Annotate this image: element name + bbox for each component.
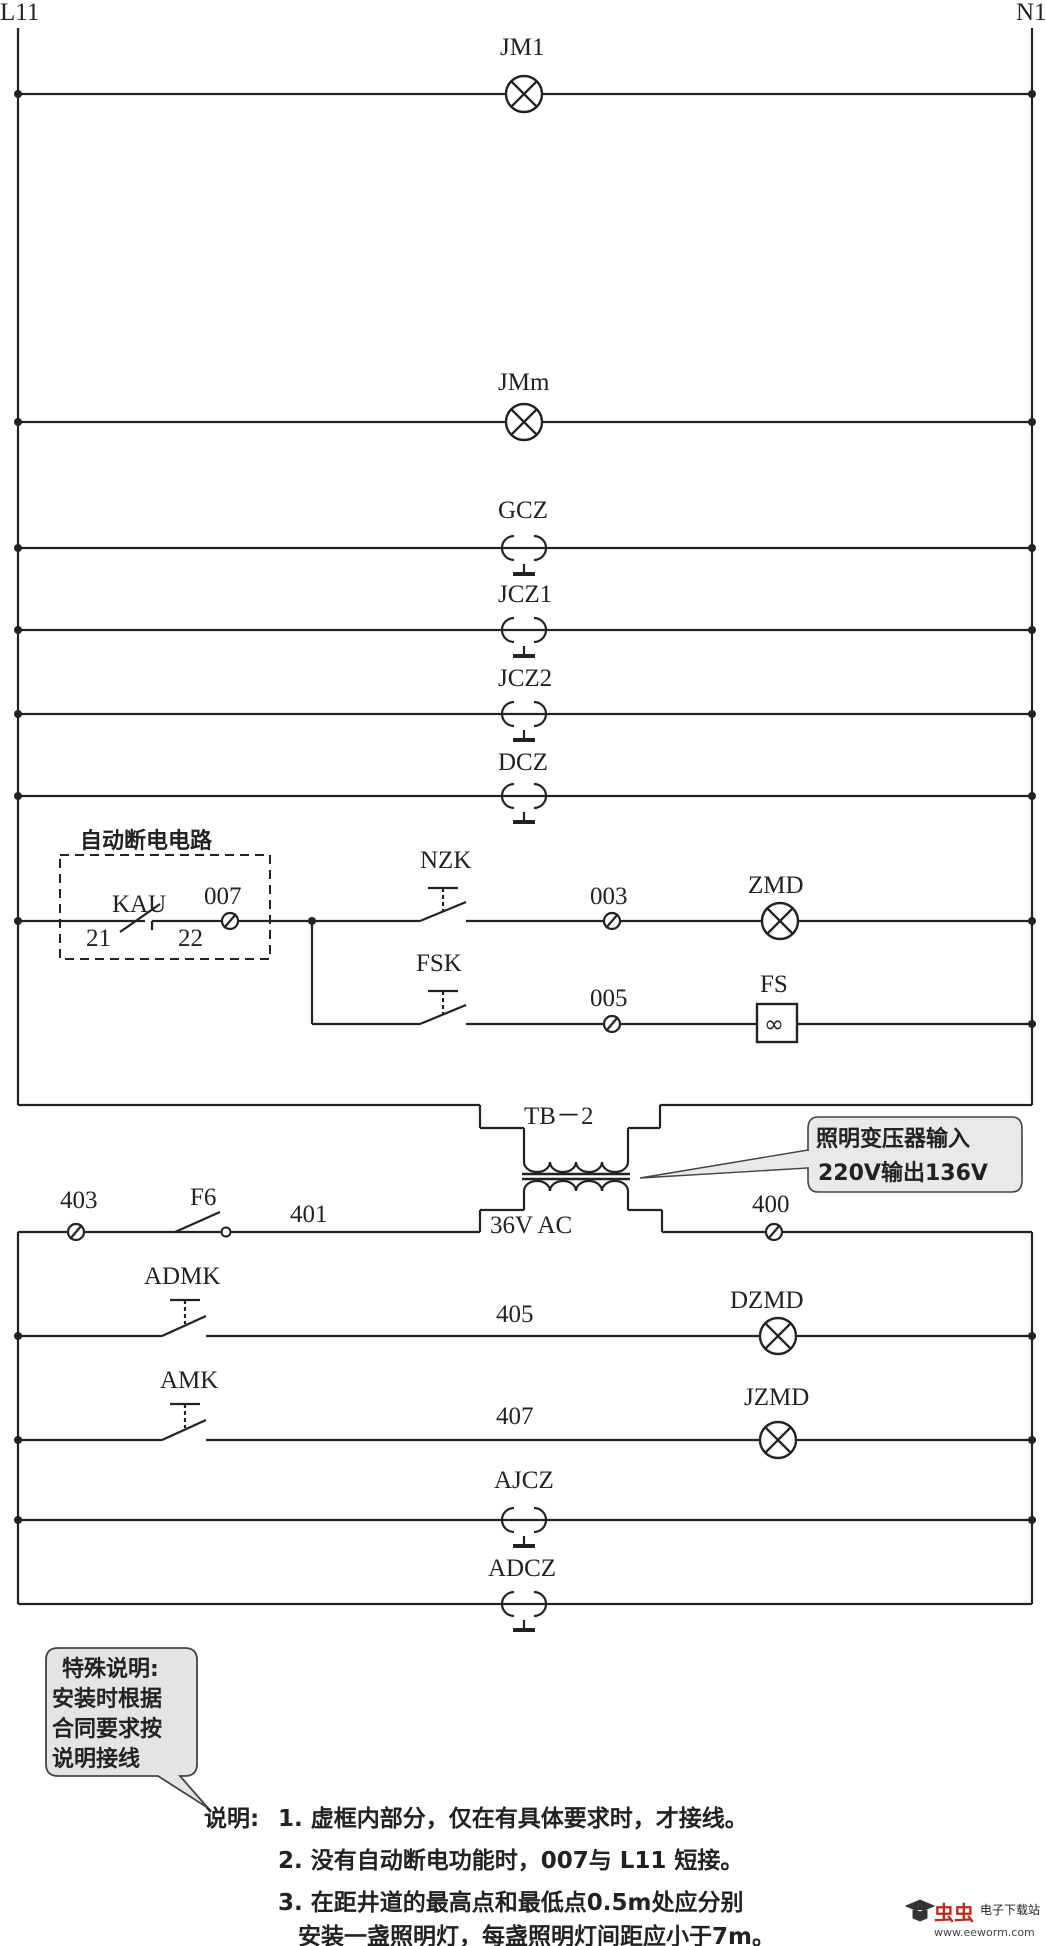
- special-note-line4: 说明接线: [52, 1746, 140, 1772]
- watermark-name: 电子下载站: [980, 1903, 1040, 1917]
- watermark: 虫虫 电子下载站 www.eeworm.com: [904, 1899, 1040, 1939]
- branch-dzmd: ADMK 405 DZMD: [14, 1263, 1036, 1356]
- special-note-bubble: [45, 1647, 209, 1809]
- transformer-output: 36V AC: [490, 1212, 572, 1239]
- transformer-callout-bubble: [807, 1116, 1023, 1193]
- kau-pin-right: 22: [178, 925, 203, 952]
- note-1: 1. 虚框内部分，仅在有具体要求时，才接线。: [278, 1805, 748, 1832]
- branch-dcz: DCZ: [14, 749, 1036, 824]
- special-note: 特殊说明: 安装时根据 合同要求按 说明接线: [45, 1647, 209, 1809]
- socket-gcz-label: GCZ: [498, 497, 548, 524]
- note-2: 2. 没有自动断电功能时，007与 L11 短接。: [278, 1847, 743, 1874]
- socket-jcz1-icon: [500, 616, 548, 658]
- kau-contact-icon: [119, 903, 161, 933]
- terminal-007-label: 007: [204, 883, 242, 910]
- terminal-007-icon: [220, 911, 240, 931]
- notes-label: 说明:: [204, 1805, 259, 1832]
- fsk-label: FSK: [416, 950, 462, 977]
- transformer-callout-line2: 220V输出136V: [818, 1160, 988, 1186]
- transformer-name: TB－2: [524, 1103, 593, 1130]
- transformer-callout-line1: 照明变压器输入: [816, 1126, 970, 1152]
- amk-switch-icon: [161, 1418, 207, 1442]
- branch-jcz1: JCZ1: [14, 581, 1036, 658]
- socket-dcz-label: DCZ: [498, 749, 548, 776]
- socket-jcz2-label: JCZ2: [498, 665, 552, 692]
- note-3a: 3. 在距井道的最高点和最低点0.5m处应分别: [278, 1889, 743, 1916]
- terminal-005-label: 005: [590, 985, 628, 1012]
- branch-gcz: GCZ: [14, 497, 1036, 576]
- terminal-403-icon: [66, 1222, 86, 1242]
- upper-circuit: L11 N1 JM1 JMm GCZ JCZ1: [0, 0, 1046, 1162]
- socket-ajcz-icon: [500, 1506, 548, 1548]
- special-note-line3: 合同要求按: [52, 1716, 162, 1742]
- f6-switch-icon: [174, 1210, 221, 1234]
- socket-jcz1-label: JCZ1: [498, 581, 552, 608]
- lamp-jmm-icon: [504, 402, 544, 442]
- socket-gcz-icon: [500, 534, 548, 576]
- terminal-407-label: 407: [496, 1403, 534, 1430]
- lamp-dzmd-icon: [758, 1316, 798, 1356]
- notes: 说明: 1. 虚框内部分，仅在有具体要求时，才接线。 2. 没有自动断电功能时，…: [204, 1805, 775, 1946]
- branch-jmm: JMm: [14, 369, 1036, 442]
- transformer-tb2: TB－2 36V AC 照明变压器输入 220V输出136V: [478, 1103, 1023, 1239]
- socket-jcz2-icon: [500, 700, 548, 742]
- socket-dcz-icon: [500, 782, 548, 824]
- watermark-url: www.eeworm.com: [934, 1926, 1035, 1939]
- nzk-label: NZK: [420, 847, 471, 874]
- admk-switch-icon: [161, 1314, 207, 1338]
- rail-label-n1: N1: [1016, 0, 1046, 26]
- terminal-405-label: 405: [496, 1301, 534, 1328]
- admk-label: ADMK: [144, 1263, 220, 1290]
- lamp-jm1-label: JM1: [500, 34, 544, 61]
- lamp-jmm-label: JMm: [498, 369, 550, 396]
- auto-cut-title: 自动断电电路: [80, 828, 213, 854]
- branch-ajcz: AJCZ: [14, 1467, 1036, 1548]
- socket-adcz-label: ADCZ: [488, 1555, 556, 1582]
- special-note-line2: 安装时根据: [52, 1686, 162, 1712]
- lamp-jzmd-label: JZMD: [744, 1384, 809, 1411]
- branch-jcz2: JCZ2: [14, 665, 1036, 742]
- lower-circuit: 403 F6 401 400 ADMK 405 DZMD: [14, 1184, 1036, 1632]
- lamp-jm1-icon: [504, 74, 544, 114]
- watermark-logo-icon: [904, 1899, 936, 1922]
- terminal-003-icon: [602, 911, 622, 931]
- terminal-005-icon: [602, 1014, 622, 1034]
- rail-label-l11: L11: [0, 0, 39, 26]
- f6-label: F6: [190, 1184, 216, 1211]
- lamp-dzmd-label: DZMD: [730, 1287, 804, 1314]
- socket-ajcz-label: AJCZ: [494, 1467, 554, 1494]
- lamp-zmd-label: ZMD: [748, 872, 804, 899]
- fan-glyph: ∞: [764, 1010, 784, 1038]
- kau-label: KAU: [112, 891, 166, 918]
- terminal-400-label: 400: [752, 1191, 790, 1218]
- terminal-003-label: 003: [590, 883, 628, 910]
- fan-fs-label: FS: [760, 971, 788, 998]
- branch-jzmd: AMK 407 JZMD: [14, 1367, 1036, 1460]
- note-3b: 安装一盏照明灯，每盏照明灯间距应小于7m。: [298, 1923, 775, 1946]
- lamp-jzmd-icon: [758, 1420, 798, 1460]
- auto-cut-circuit: 自动断电电路 KAU 21 22 007: [14, 828, 310, 960]
- terminal-401-label: 401: [290, 1201, 328, 1228]
- branch-adcz: ADCZ: [18, 1555, 1032, 1632]
- lamp-zmd-icon: [760, 901, 800, 941]
- terminal-400-icon: [764, 1222, 784, 1242]
- branch-jm1: JM1: [14, 34, 1036, 114]
- terminal-403-label: 403: [60, 1187, 98, 1214]
- kau-pin-left: 21: [86, 925, 111, 952]
- svg-text:虫虫: 虫虫: [934, 1901, 974, 1925]
- socket-adcz-icon: [500, 1590, 548, 1632]
- branch-fs: FSK 005 ∞ FS: [310, 921, 1036, 1044]
- fan-fs-icon: [755, 1002, 799, 1044]
- branch-zmd: NZK 003 ZMD: [310, 847, 1036, 941]
- amk-label: AMK: [160, 1367, 218, 1394]
- special-note-line1: 特殊说明:: [62, 1656, 159, 1682]
